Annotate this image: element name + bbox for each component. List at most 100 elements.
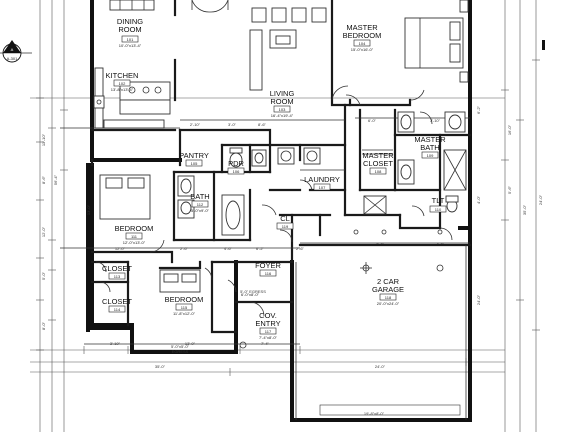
section-marker[interactable]: A A-301 <box>0 40 32 63</box>
dim-label: 5'-0" <box>41 271 46 280</box>
dim-label: 5'-6" <box>507 185 512 194</box>
living-furniture <box>191 0 349 101</box>
room-name: BEDROOM <box>115 224 154 233</box>
room-name: KITCHEN <box>106 71 139 80</box>
room-code: 108 <box>375 169 382 174</box>
room-code: 102 <box>119 81 126 86</box>
dining-table <box>109 0 155 11</box>
room-size: 5'-0"x9'-0" <box>191 208 210 213</box>
room-name: BEDROOM <box>165 295 204 304</box>
dim-label: 24'-0" <box>476 294 481 305</box>
garage-door-size: 19'-8"x8'-0" <box>364 411 385 416</box>
room-code: 114 <box>114 307 121 312</box>
dim-label: 12'-0" <box>115 246 126 251</box>
room-name: PDR <box>228 159 244 168</box>
dim-label: 8'-0" <box>41 321 46 330</box>
dim-label: 8'-6" <box>258 122 267 127</box>
room-size: 10'-0"x13'-4" <box>119 43 142 48</box>
dim-label: 8'-6" <box>41 175 46 184</box>
laundry-fixtures <box>277 147 345 171</box>
bath-fixtures <box>177 147 267 236</box>
room-code: 107 <box>319 185 326 190</box>
room-name: LAUNDRY <box>304 175 340 184</box>
room-size: 11'-8"x12'-0" <box>173 311 196 316</box>
master-bath-fixtures <box>397 111 467 213</box>
room-name: FOYER <box>255 261 281 270</box>
room-code: 105 <box>191 161 198 166</box>
room-code: 117 <box>265 329 272 334</box>
room-name: TLT <box>432 196 445 205</box>
dim-label: 2'-10" <box>190 122 201 127</box>
room-code: 101 <box>127 37 134 42</box>
dim-label: 13'-0" <box>86 204 91 215</box>
bedroom-bed <box>99 174 151 220</box>
dim-label: 24'-0" <box>375 364 386 369</box>
room-code: 119 <box>282 224 289 229</box>
room-name: CLOSET <box>102 297 132 306</box>
dim-label: 2'-6" <box>296 246 305 251</box>
room-code: 116 <box>265 271 272 276</box>
dim-label: 3'-10" <box>430 118 441 123</box>
dim-label: 3'-0" <box>228 122 237 127</box>
misc-labels: 19'-8"x8'-0" 5'-0" EGRESS 5'-0"x5'-0"EGR… <box>86 105 481 416</box>
section-letter: A <box>11 47 14 52</box>
room-code: 111 <box>131 234 138 239</box>
room-size: 13'-8"x13'-4" <box>111 87 134 92</box>
room-code: 115 <box>181 305 188 310</box>
exterior-walls <box>86 0 472 422</box>
master-bed <box>404 0 469 83</box>
dim-label: 56'-4" <box>53 174 58 185</box>
garage-details <box>239 229 461 416</box>
room-code: 118 <box>385 295 392 300</box>
dim-label: 11'-10" <box>41 133 46 146</box>
dim-label: 35'-0" <box>522 204 527 215</box>
room-size: 6'-0"x8'-0" <box>241 292 260 297</box>
kitchen-fixtures <box>93 67 171 129</box>
room-name: COV.ENTRY <box>255 311 280 328</box>
room-size: 15'-0"x16'-0" <box>351 47 374 52</box>
dim-label: 16'-0" <box>507 124 512 135</box>
dim-label: 12'-0" <box>41 226 46 237</box>
room-size: 16'-4"x19'-4" <box>271 113 294 118</box>
room-code: 104 <box>359 41 366 46</box>
dim-label: 35'-0" <box>155 364 166 369</box>
dim-label: 7'-4" <box>261 341 270 346</box>
egress-label: 5'-0" EGRESS <box>240 289 266 294</box>
dim-label: 4'-0" <box>476 195 481 204</box>
master-closet-fixtures <box>362 149 393 215</box>
room-name: CL <box>280 214 290 223</box>
room-code: 112 <box>197 202 204 207</box>
egress-label-2: 5'-0"x5'-0"EGRESS <box>171 344 190 354</box>
dim-label: 24'-0" <box>538 194 543 205</box>
bedroom3-bed <box>159 269 201 293</box>
door-swings <box>95 89 453 317</box>
room-code: 113 <box>114 274 121 279</box>
interior-walls <box>90 0 472 334</box>
room-name: CLOSET <box>102 264 132 273</box>
room-name: BATH <box>190 192 209 201</box>
dimension-labels: 11'-10" 8'-6" 12'-0" 5'-0" 8'-0" 56'-4" … <box>41 118 543 369</box>
room-size: 7'-4"x8'-0" <box>259 335 278 340</box>
dim-label: 13'-0" <box>185 341 196 346</box>
room-code: 110 <box>435 207 442 212</box>
dim-label: 6'-0" <box>368 118 377 123</box>
room-code-box <box>121 35 139 43</box>
dim-label: 6'-2" <box>256 246 265 251</box>
room-size: 12'-0"x13'-0" <box>123 240 146 245</box>
room-name: PANTRY <box>179 151 209 160</box>
section-cut-mark <box>542 40 545 50</box>
dim-label: 4'-6" <box>224 246 233 251</box>
room-code: 103 <box>279 107 286 112</box>
dim-label: 3'-10" <box>110 341 121 346</box>
dim-label: 6'-2" <box>476 105 481 114</box>
section-sheet: A-301 <box>7 56 18 61</box>
room-size: 20'-0"x24'-0" <box>377 301 400 306</box>
dimension-lines <box>30 0 540 432</box>
dim-label: 2'-6" <box>180 246 189 251</box>
